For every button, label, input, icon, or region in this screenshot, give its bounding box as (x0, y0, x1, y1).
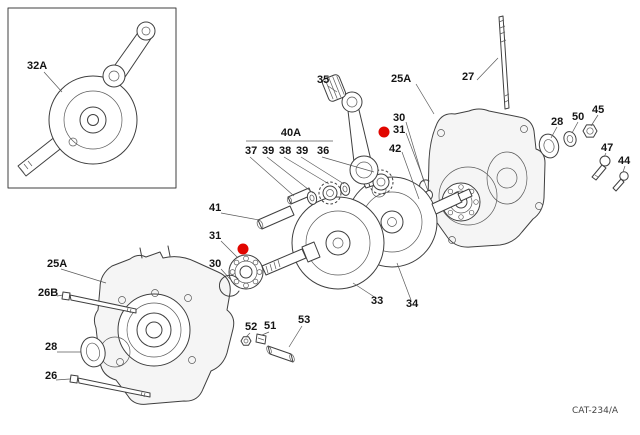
part-label-53: 53 (298, 314, 310, 326)
washer-50 (563, 131, 577, 147)
left-bearing-group (218, 254, 264, 297)
red-marker-2[interactable] (237, 243, 249, 255)
part-label-26b: 26B (38, 287, 58, 299)
dowel-pin-53 (266, 345, 295, 363)
crankshaft-group (256, 169, 473, 290)
seal-ring-28-right (538, 133, 560, 159)
plug-51 (255, 333, 267, 345)
part-label-42: 42 (389, 143, 401, 155)
bolt-47 (591, 155, 611, 181)
part-label-28-right: 28 (551, 116, 563, 128)
washer-39-b (339, 182, 351, 196)
part-label-33: 33 (371, 295, 383, 307)
sprocket-36 (368, 169, 394, 195)
left-crankcase-group (61, 245, 235, 405)
part-label-47: 47 (601, 142, 613, 154)
part-label-50: 50 (572, 111, 584, 123)
labels-group: 32A 35 25A 27 30 31 42 28 50 45 47 44 40… (27, 60, 631, 416)
part-label-25a-right: 25A (391, 73, 411, 85)
rod-big-end (349, 155, 379, 185)
part-label-30-left: 30 (209, 258, 221, 270)
part-label-30-right: 30 (393, 112, 405, 124)
part-label-38: 38 (279, 145, 291, 157)
part-label-34: 34 (406, 298, 419, 310)
part-label-37: 37 (245, 145, 257, 157)
rod-small-end (341, 91, 363, 113)
part-label-44: 44 (618, 155, 631, 167)
nipple-52 (240, 336, 252, 346)
part-label-32a: 32A (27, 60, 47, 72)
connecting-rod-group (321, 74, 379, 185)
gear-38 (318, 181, 342, 205)
screw-44 (612, 171, 629, 192)
leader-lines (43, 57, 626, 381)
bolt-26 (69, 374, 151, 398)
catalog-ref-label: CAT-234/A (572, 406, 619, 416)
part-label-27: 27 (462, 71, 474, 83)
part-label-26: 26 (45, 370, 57, 382)
part-label-51: 51 (264, 320, 276, 332)
part-label-35: 35 (317, 74, 329, 86)
part-label-40a: 40A (281, 127, 301, 139)
part-label-28-left: 28 (45, 341, 57, 353)
oil-seal-28-left (80, 336, 106, 368)
inset-crankshaft-group (7, 7, 177, 189)
part-label-31-left: 31 (209, 230, 221, 242)
part-label-41: 41 (209, 202, 221, 214)
part-label-36: 36 (317, 145, 329, 157)
part-label-45: 45 (592, 104, 604, 116)
red-marker-1[interactable] (378, 126, 390, 138)
fasteners-right-group (538, 124, 629, 192)
nut-45 (582, 124, 598, 138)
spacer-41 (256, 205, 295, 230)
stud-bolt-27 (498, 15, 510, 110)
circlip-30-left (218, 274, 240, 297)
needle-bearing-35 (321, 74, 347, 102)
small-parts-group (240, 333, 295, 363)
part-label-39-a: 39 (262, 145, 274, 157)
part-label-31-right: 31 (393, 124, 405, 136)
washer-39-a (306, 191, 318, 205)
part-label-52: 52 (245, 321, 257, 333)
part-label-39-b: 39 (296, 145, 308, 157)
bolt-26b (61, 291, 137, 314)
part-label-25a-left: 25A (47, 258, 67, 270)
